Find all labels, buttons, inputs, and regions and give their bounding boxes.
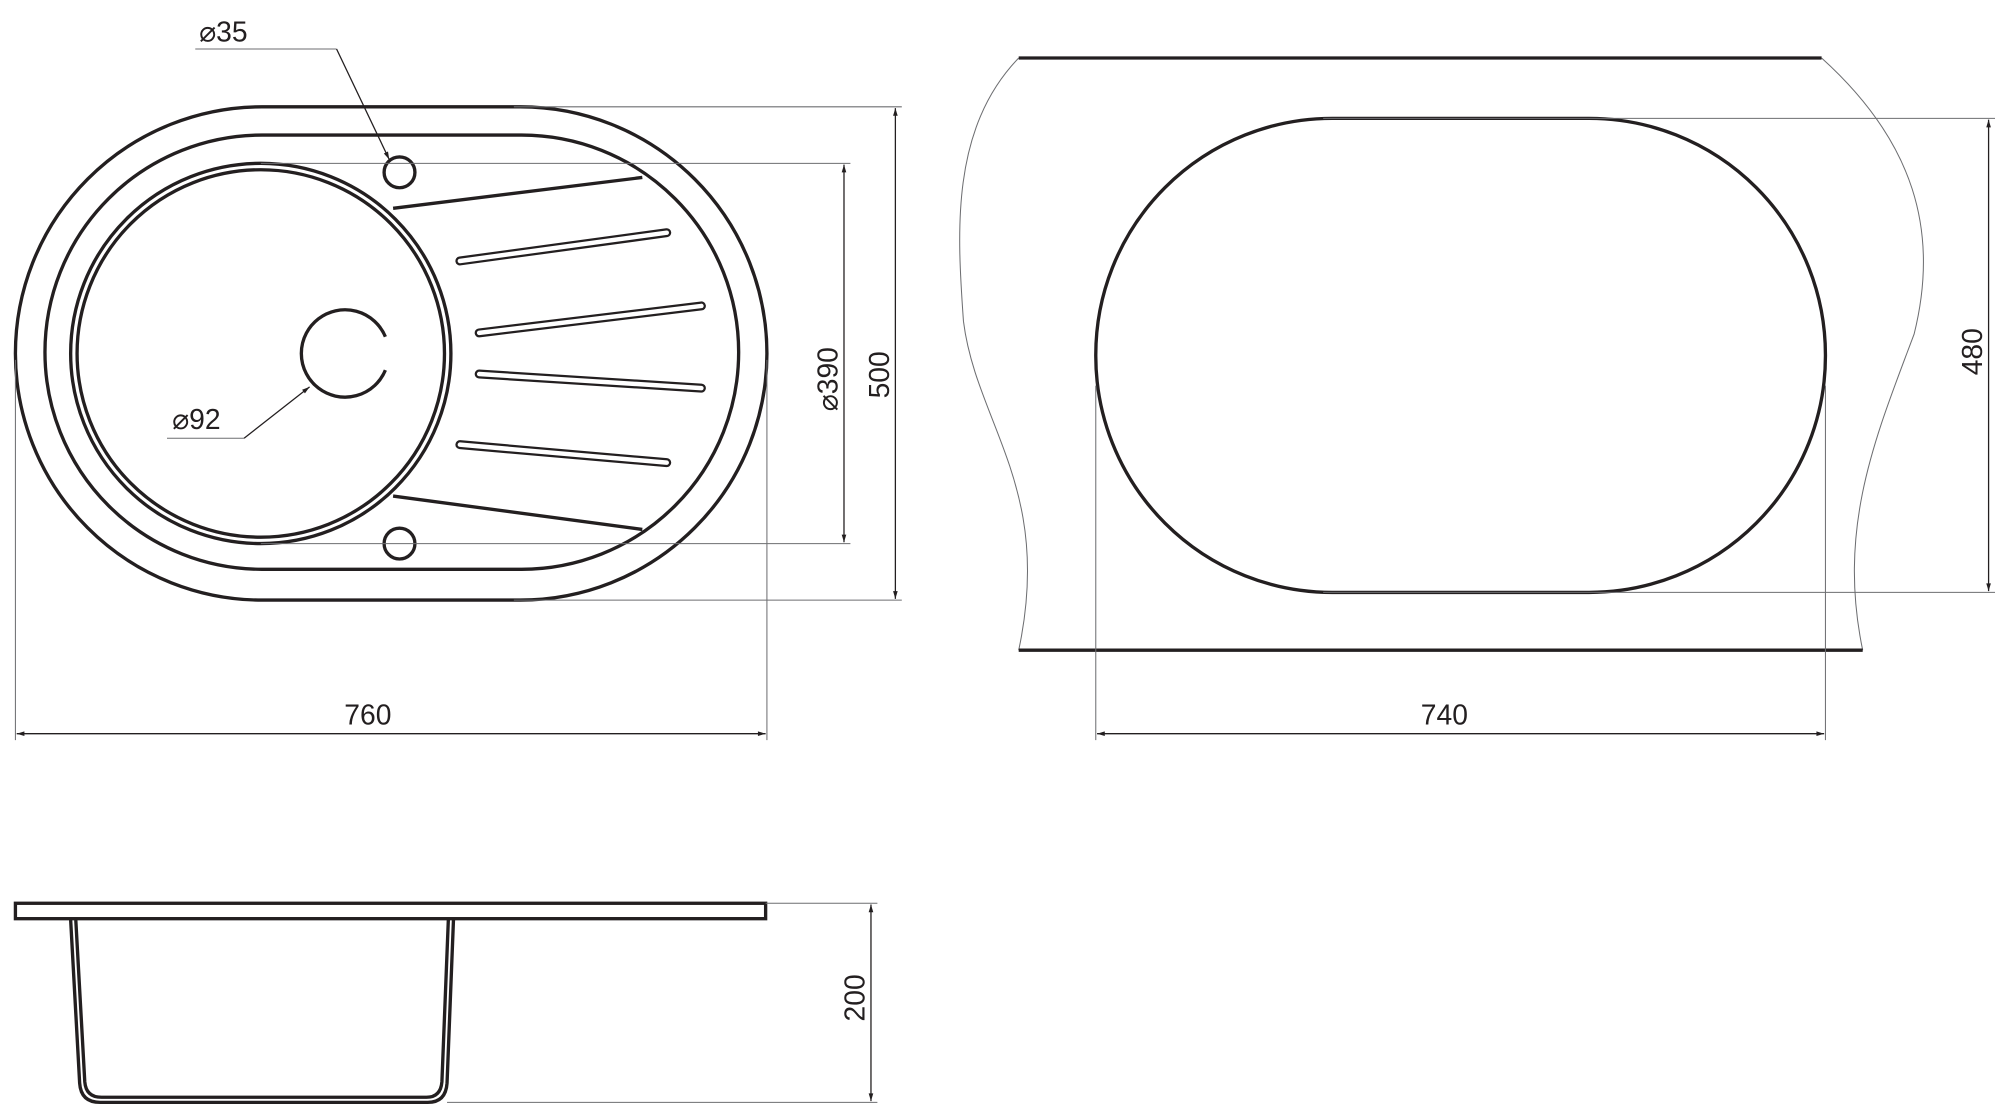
dimension-760: 760 xyxy=(14,359,768,741)
drainboard-grooves xyxy=(455,228,706,468)
bowl-outline xyxy=(68,161,453,546)
dimension-200: 200 xyxy=(447,902,878,1103)
drainboard-edge-bottom xyxy=(392,494,643,532)
dim-label-390: ⌀390 xyxy=(812,347,844,411)
dim-label-35: ⌀35 xyxy=(199,15,247,47)
dimension-480: 480 xyxy=(1323,117,1996,593)
cutout-view: 740 480 xyxy=(959,56,1996,741)
dim-label-200: 200 xyxy=(839,974,871,1021)
dim-label-740: 740 xyxy=(1421,699,1468,731)
top-view: ⌀35 ⌀92 ⌀390 500 760 xyxy=(13,15,902,741)
bowl-inner-outline xyxy=(75,168,447,539)
drainboard-edge-top xyxy=(392,175,643,210)
dim-label-760: 760 xyxy=(344,699,391,731)
dimension-740: 740 xyxy=(1095,385,1826,741)
dim-label-480: 480 xyxy=(1956,328,1988,375)
dim-label-92: ⌀92 xyxy=(172,403,220,435)
drain-hole xyxy=(299,308,387,399)
sink-outer-rim xyxy=(13,105,769,602)
sink-deck xyxy=(13,901,768,921)
sink-inner-rim xyxy=(43,133,741,571)
dimension-92: ⌀92 xyxy=(167,386,310,439)
dimension-500: 500 xyxy=(513,106,902,601)
dimension-390: ⌀390 xyxy=(260,162,851,545)
tap-hole-top xyxy=(382,155,417,190)
dimension-35: ⌀35 xyxy=(195,15,390,160)
dim-label-500: 500 xyxy=(863,351,895,398)
side-view: 200 xyxy=(13,901,878,1105)
cutout-outline xyxy=(1094,116,1828,595)
bowl-profile xyxy=(68,919,456,1105)
